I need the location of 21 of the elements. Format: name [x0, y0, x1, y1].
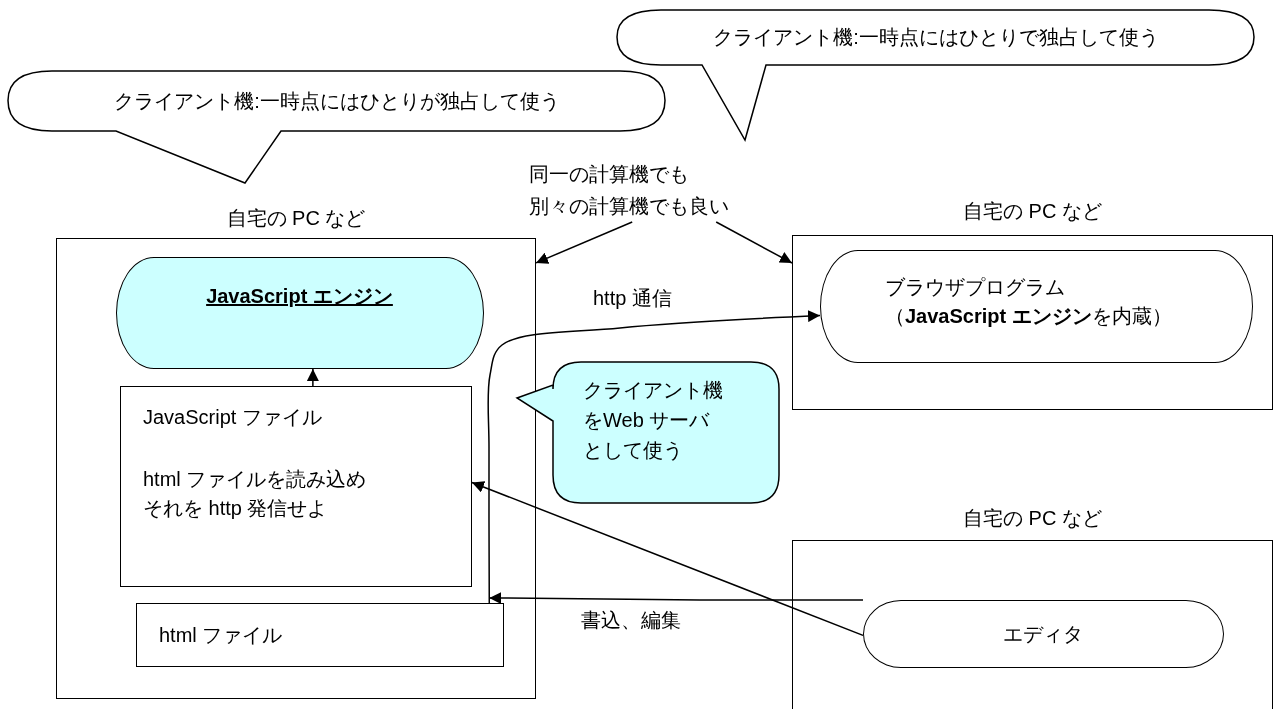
bubble-text: クライアント機:一時点にはひとりで独占して使う [712, 25, 1160, 50]
file-box [120, 386, 472, 587]
arrow [488, 592, 864, 604]
box-text: ブラウザプログラム（JavaScript エンジンを内蔵） [885, 275, 1172, 329]
arrow [306, 368, 319, 387]
bubble-text: クライアント機をWeb サーバとして使う [583, 378, 723, 463]
arrow [487, 310, 821, 604]
arrow [535, 221, 633, 264]
bubble-text: クライアント機:一時点にはひとりが独占して使う [113, 88, 561, 114]
note-text: 同一の計算機でも別々の計算機でも良い [529, 158, 769, 222]
box-text: エディタ [1002, 622, 1084, 647]
box-text: html ファイル [159, 623, 283, 648]
arrow [715, 221, 793, 264]
arrow [471, 481, 864, 637]
frame-heading: 自宅の PC など [225, 206, 367, 231]
frame-heading: 自宅の PC など [962, 199, 1103, 224]
box-text: JavaScript ファイル [143, 405, 322, 430]
engine-title: JavaScript エンジン [205, 284, 394, 309]
file-box [136, 603, 504, 667]
frame-heading: 自宅の PC など [962, 506, 1103, 531]
box-text: html ファイルを読み込めそれを http 発信せよ [143, 467, 367, 521]
